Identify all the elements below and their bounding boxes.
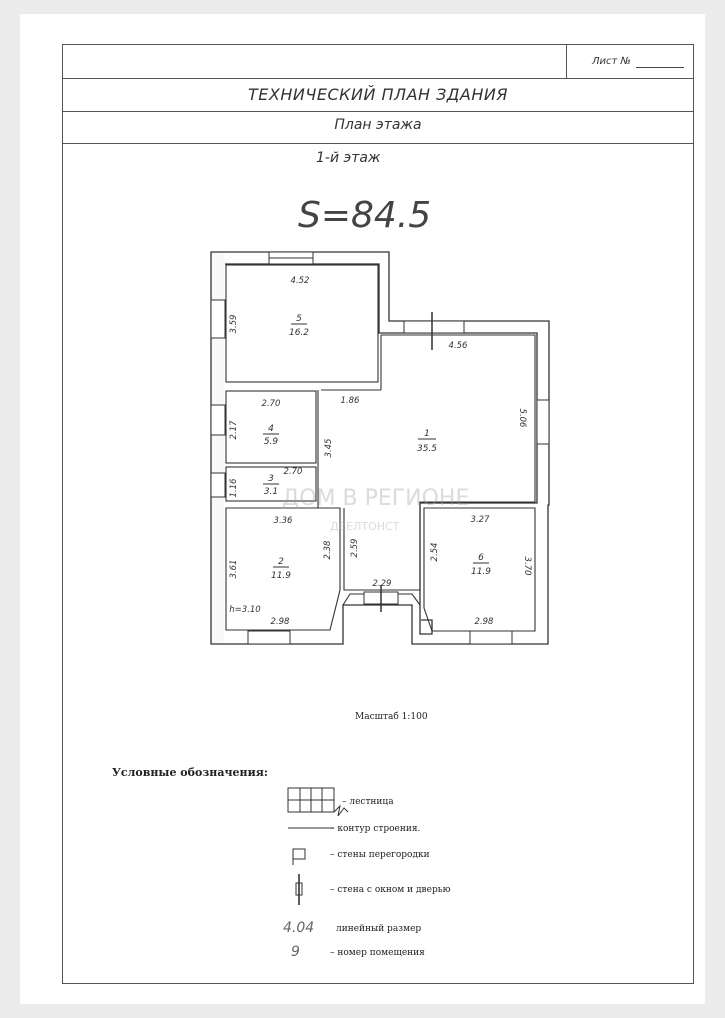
dim-r2-left: 3.61 xyxy=(229,560,239,579)
legend-room-number-sample: 9 xyxy=(291,944,300,960)
dimension-labels: 4.52 3.59 4.56 5.06 3.45 1.86 2.70 2.17 … xyxy=(229,276,532,627)
header-divider xyxy=(62,143,694,144)
dim-r6-bottom: 2.98 xyxy=(475,617,495,627)
legend-label-partition: – стены перегородки xyxy=(330,850,430,860)
room-5-number: 5 xyxy=(296,314,302,324)
room-4-number: 4 xyxy=(268,424,274,434)
room-1-area: 35.5 xyxy=(417,444,437,454)
stairs-icon xyxy=(287,787,349,817)
legend-label-room-number: – номер помещения xyxy=(330,948,425,958)
header-divider xyxy=(62,78,694,79)
scale-label: Масштаб 1:100 xyxy=(355,712,428,722)
floor-label: 1-й этаж xyxy=(316,150,381,166)
room-2-number: 2 xyxy=(278,557,284,567)
legend-label-contour: – контур строения. xyxy=(330,824,421,834)
watermark-line2: ДВЕЛТОНСТ xyxy=(330,520,400,533)
dim-r1-right: 5.06 xyxy=(517,409,527,429)
dim-r3-top: 2.70 xyxy=(284,467,303,477)
room-3-area: 3.1 xyxy=(264,487,278,497)
dim-r2-height: h=3.10 xyxy=(229,605,260,615)
sheet-number-blank xyxy=(636,67,684,68)
header-divider xyxy=(62,111,694,112)
room-outlines xyxy=(225,264,536,632)
legend-label-dimension: линейный размер xyxy=(336,924,422,934)
wall-window-door-icon xyxy=(295,874,303,905)
room-6-number: 6 xyxy=(478,553,484,563)
dim-r1-bottom-left: 1.86 xyxy=(341,396,361,406)
room-2-area: 11.9 xyxy=(271,571,291,581)
dim-r1-left: 3.45 xyxy=(324,439,334,458)
watermark: ДОМ В РЕГИОНЕ ДВЕЛТОНСТ xyxy=(282,486,469,533)
partition-icon xyxy=(292,848,306,865)
dim-r6-right: 3.70 xyxy=(522,557,532,576)
dim-hall-left: 2.59 xyxy=(350,539,360,558)
watermark-line1: ДОМ В РЕГИОНЕ xyxy=(282,486,469,511)
outer-walls xyxy=(210,251,550,645)
legend-title: Условные обозначения: xyxy=(112,766,268,779)
legend-label-stairs: – лестница xyxy=(342,797,394,807)
room-6-area: 11.9 xyxy=(471,567,491,577)
legend-dimension-sample: 4.04 xyxy=(283,920,315,936)
dim-r2-bottom: 2.98 xyxy=(271,617,291,627)
windows-and-doors xyxy=(210,251,550,645)
dim-hall-bottom: 2.29 xyxy=(373,579,392,589)
dim-r1-top: 4.56 xyxy=(449,341,469,351)
total-area: S=84.5 xyxy=(298,195,432,236)
drawing-frame xyxy=(62,44,694,984)
dim-r4-top: 2.70 xyxy=(262,399,281,409)
dim-r5-top: 4.52 xyxy=(291,276,310,286)
legend-label-wall: – стена с окном и дверью xyxy=(330,885,451,895)
room-labels: 5 16.2 1 35.5 4 5.9 3 3.1 2 11.9 6 11.9 xyxy=(263,314,491,581)
dim-r5-left: 3.59 xyxy=(229,315,239,334)
room-4-area: 5.9 xyxy=(264,437,279,447)
dim-r4-left: 2.17 xyxy=(229,420,239,440)
document-title: ТЕХНИЧЕСКИЙ ПЛАН ЗДАНИЯ xyxy=(248,85,508,104)
dim-r3-left: 1.16 xyxy=(229,478,239,498)
sheet-box-divider xyxy=(566,44,567,78)
room-1-number: 1 xyxy=(424,429,430,439)
document-subtitle: План этажа xyxy=(334,117,422,133)
dim-r6-left: 2.54 xyxy=(430,543,440,562)
room-5-area: 16.2 xyxy=(289,328,309,338)
dim-r2-top: 3.36 xyxy=(274,516,294,526)
dim-r2-right: 2.38 xyxy=(323,540,333,560)
sheet-number-label: Лист № xyxy=(592,56,631,67)
dim-r6-top: 3.27 xyxy=(471,515,491,525)
drawing-sheet xyxy=(20,14,705,1004)
wall-fill xyxy=(212,253,224,643)
room-3-number: 3 xyxy=(268,474,274,484)
